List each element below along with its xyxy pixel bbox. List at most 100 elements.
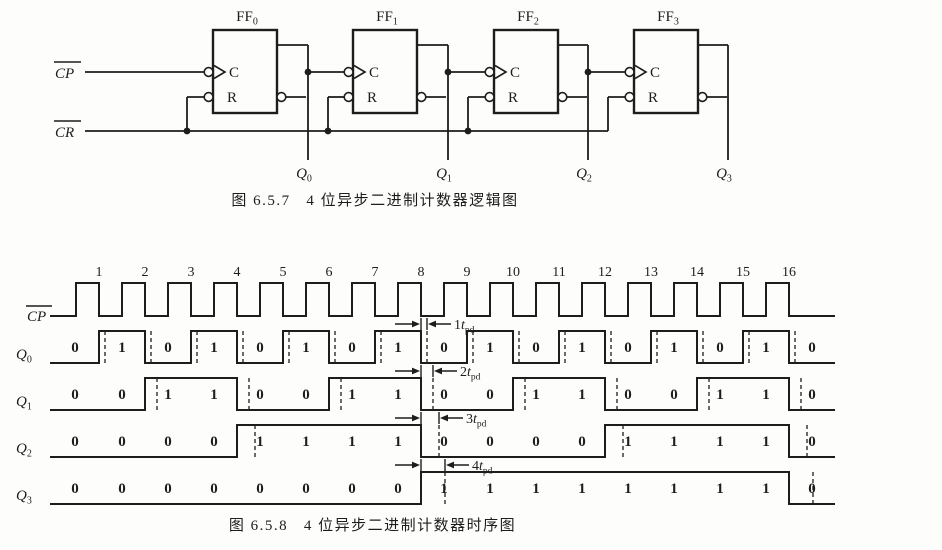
cp-waveform: [50, 282, 835, 317]
q-output-label: Q3: [716, 166, 732, 185]
reset-bubble: [203, 91, 214, 103]
pulse-number: 5: [280, 265, 287, 280]
delay-annotation-3tpd: 3tpd: [395, 412, 487, 430]
q-signal-label: Q2: [16, 441, 32, 460]
delay-label: 3tpd: [466, 412, 487, 430]
clock-bubble: [484, 66, 495, 78]
qbar-bubble: [697, 91, 708, 103]
ff-label: FF0: [236, 9, 258, 28]
bit-label: 0: [808, 481, 816, 497]
pulse-number: 16: [782, 265, 796, 280]
ff-label: FF2: [517, 9, 539, 28]
bit-label: 1: [256, 434, 264, 450]
junction-dot: [584, 68, 592, 76]
bit-label: 0: [348, 340, 356, 356]
bit-label: 0: [486, 434, 494, 450]
bit-label: 1: [762, 434, 770, 450]
pulse-number: 4: [234, 265, 241, 280]
pulse-number: 13: [644, 265, 658, 280]
bit-label: 1: [670, 434, 678, 450]
junction-dot: [304, 68, 312, 76]
bit-label: 1: [578, 387, 586, 403]
q-output-label: Q0: [296, 166, 312, 185]
bit-label: 0: [71, 340, 79, 356]
timing-figure-caption: 图 6.5.8 4 位异步二进制计数器时序图: [228, 518, 517, 534]
bit-label: 0: [256, 340, 264, 356]
reset-bubble: [624, 91, 635, 103]
bit-label: 1: [624, 481, 632, 497]
reset-port-label: R: [367, 90, 377, 106]
bit-label: 0: [532, 340, 540, 356]
bit-label: 0: [71, 387, 79, 403]
bit-label: 0: [118, 387, 126, 403]
pulse-number: 3: [188, 265, 195, 280]
cr-input-label: CR: [55, 125, 74, 141]
clock-bubble: [203, 66, 214, 78]
bit-label: 0: [164, 340, 172, 356]
clock-edge-wedge: [634, 64, 648, 80]
bit-label: 1: [302, 340, 310, 356]
bit-label: 0: [164, 481, 172, 497]
qbar-bubble: [557, 91, 568, 103]
pulse-number: 12: [598, 265, 612, 280]
bit-label: 0: [440, 434, 448, 450]
bit-label: 0: [256, 387, 264, 403]
bit-label: 1: [210, 340, 218, 356]
pulse-number: 1: [96, 265, 103, 280]
bit-label: 0: [164, 434, 172, 450]
bit-label: 0: [808, 340, 816, 356]
bit-label: 0: [118, 481, 126, 497]
bit-label: 0: [808, 434, 816, 450]
bit-label: 0: [348, 481, 356, 497]
bit-label: 0: [532, 434, 540, 450]
delay-arrowhead-right: [412, 367, 420, 375]
logic-figure-caption: 图 6.5.7 4 位异步二进制计数器逻辑图: [231, 193, 519, 209]
bit-label: 0: [210, 434, 218, 450]
pulse-number: 8: [418, 265, 425, 280]
bit-label: 1: [164, 387, 172, 403]
q-waveform: [50, 471, 835, 505]
bit-label: 1: [394, 434, 402, 450]
bit-label: 1: [440, 481, 448, 497]
delay-arrowhead-left: [434, 367, 442, 375]
bit-label: 1: [348, 387, 356, 403]
bit-label: 0: [670, 387, 678, 403]
bit-label: 1: [578, 481, 586, 497]
bit-label: 1: [716, 387, 724, 403]
cp-input-label: CP: [55, 66, 74, 82]
delay-arrowhead-right: [412, 414, 420, 422]
pulse-number: 9: [464, 265, 471, 280]
bit-label: 1: [348, 434, 356, 450]
bit-label: 0: [808, 387, 816, 403]
clock-port-label: C: [650, 65, 660, 81]
pulse-number: 11: [552, 265, 565, 280]
bit-label: 1: [762, 481, 770, 497]
reset-port-label: R: [648, 90, 658, 106]
bit-label: 0: [394, 481, 402, 497]
bit-label: 1: [670, 481, 678, 497]
q-output-label: Q1: [436, 166, 452, 185]
q-signal-label: Q1: [16, 394, 32, 413]
clock-edge-wedge: [213, 64, 227, 80]
bit-label: 1: [762, 340, 770, 356]
bit-label: 1: [762, 387, 770, 403]
bit-label: 1: [210, 387, 218, 403]
bit-label: 0: [256, 481, 264, 497]
delay-annotation-1tpd: 1tpd: [395, 318, 475, 336]
bit-label: 1: [118, 340, 126, 356]
bit-label: 0: [210, 481, 218, 497]
bit-label: 1: [532, 481, 540, 497]
ff-label: FF3: [657, 9, 679, 28]
pulse-number: 6: [326, 265, 333, 280]
delay-label: 2tpd: [460, 365, 481, 383]
junction-dot: [464, 127, 472, 135]
